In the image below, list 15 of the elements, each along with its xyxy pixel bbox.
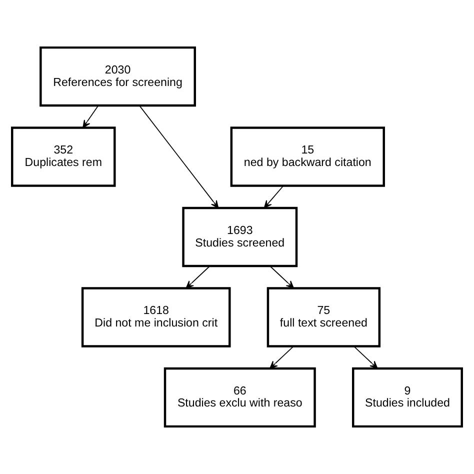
node-box: 66 Studies exclu with reaso [164, 367, 316, 428]
arrow [139, 105, 219, 208]
node-box: 1693 Studies screened [182, 206, 298, 268]
arrow [82, 105, 99, 128]
arrow [186, 266, 210, 289]
arrow [264, 186, 284, 208]
arrow [269, 266, 294, 289]
node-box: 352 Duplicates rem [11, 126, 116, 187]
arrow [270, 346, 294, 369]
node-box: 2030 References for screening [40, 46, 196, 107]
node-box: 15 ned by backward citation [230, 126, 385, 187]
node-box: 9 Studies included [352, 367, 463, 428]
arrow [353, 346, 378, 369]
node-box: 1618 Did not me inclusion crit [81, 287, 231, 348]
node-box: 75 full text screened [266, 287, 381, 348]
